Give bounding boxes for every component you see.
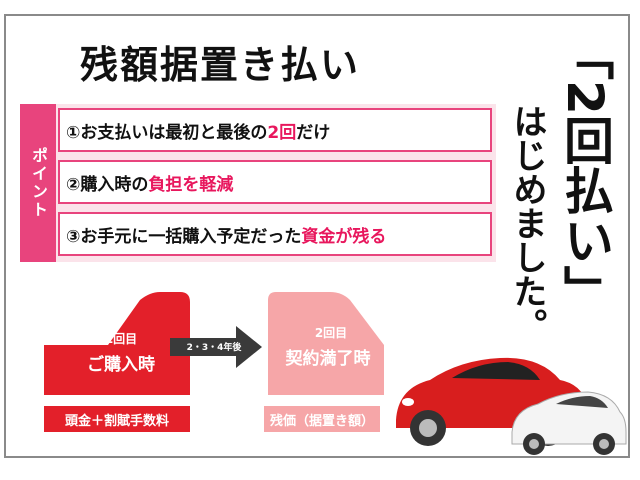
point-1-highlight: 2回 xyxy=(267,122,297,143)
two-payment-heading: 「2回払い」 xyxy=(556,30,614,315)
point-1-text-end: だけ xyxy=(296,122,331,143)
step2-label: 残価（据置き額） xyxy=(269,413,374,429)
step1-name: ご購入時 xyxy=(87,355,155,375)
point-2-text: ②購入時の xyxy=(66,174,149,195)
white-sports-car-image xyxy=(511,391,627,455)
point-3-text: ③お手元に一括購入予定だった xyxy=(66,226,302,247)
step1-label-bg xyxy=(44,406,190,432)
step2-car-shape xyxy=(268,292,384,395)
point-3-highlight: 資金が残る xyxy=(301,226,387,247)
point-2-highlight: 負担を軽減 xyxy=(148,174,234,195)
point-1-text: ①お支払いは最初と最後の xyxy=(66,122,268,143)
banner-title: 残額据置き払い xyxy=(80,43,361,87)
step2-count: 2回目 xyxy=(314,326,348,340)
point-row-2: ②購入時の負担を軽減 xyxy=(58,160,492,204)
arrow-text: 2・3・4年後 xyxy=(186,343,242,353)
step1-car-shape xyxy=(44,292,190,395)
two-payment-announcement: 「2回払い」 はじめました。 xyxy=(507,30,622,360)
arrow-body xyxy=(170,338,238,356)
step2-label-bg xyxy=(264,406,380,432)
arrow-head xyxy=(236,326,262,368)
step1-count: 1回目 xyxy=(104,332,138,346)
point-row-3: ③お手元に一括購入予定だった資金が残る xyxy=(58,212,492,256)
point-label: ポイント xyxy=(20,104,56,262)
step1-label: 頭金＋割賦手数料 xyxy=(64,413,169,429)
step2-name: 契約満了時 xyxy=(285,349,371,369)
started-text: はじめました。 xyxy=(507,104,547,342)
